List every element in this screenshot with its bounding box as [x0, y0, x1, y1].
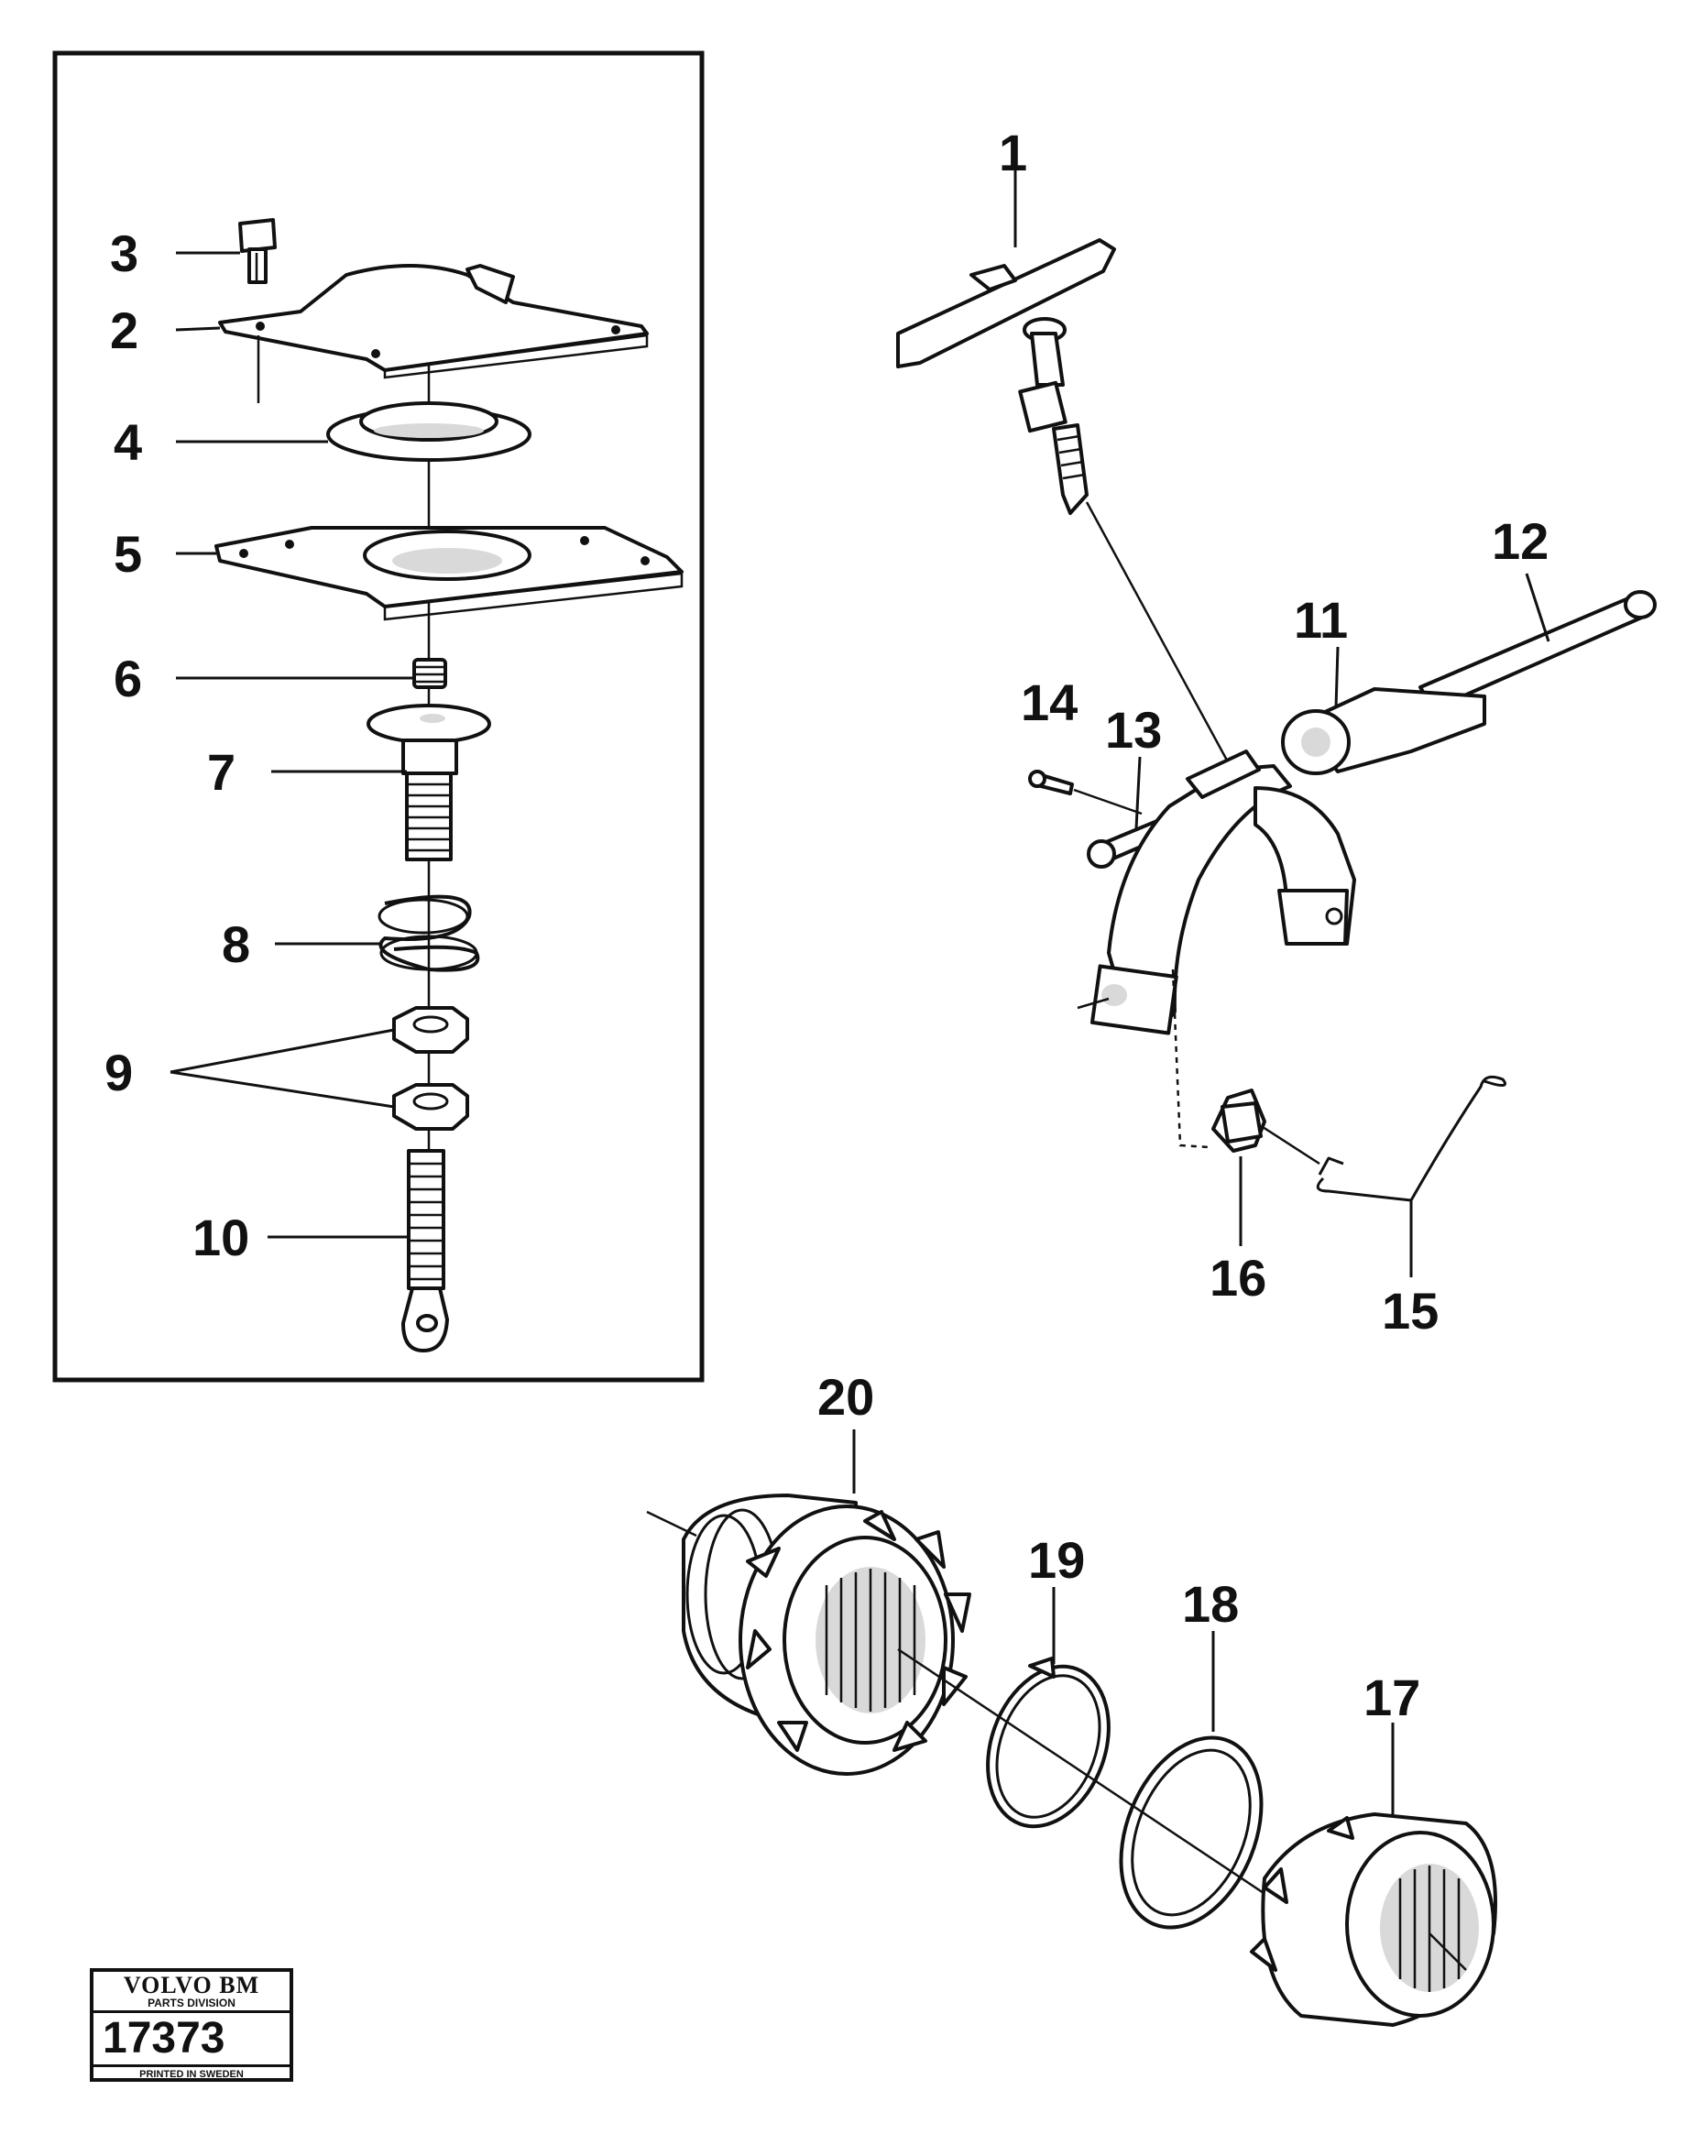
callout-5: 5 — [114, 525, 142, 583]
callout-11: 11 — [1294, 591, 1348, 649]
part-15-spring-wire — [1316, 1075, 1506, 1202]
stamp-division: PARTS DIVISION — [93, 1997, 290, 2013]
part-11-shift-block — [1281, 687, 1486, 775]
callout-16: 16 — [1210, 1249, 1266, 1307]
callout-18: 18 — [1182, 1575, 1239, 1633]
callout-7: 7 — [207, 743, 235, 801]
shift-fork — [1089, 750, 1356, 1035]
callout-17: 17 — [1363, 1669, 1420, 1726]
callout-20: 20 — [817, 1368, 874, 1426]
part-5-base-plate — [214, 526, 684, 621]
part-4-seal-disc — [326, 401, 531, 462]
part-1-lever — [896, 238, 1116, 515]
inset-frame — [52, 50, 705, 1383]
part-7-stud — [367, 704, 491, 861]
stamp-diagram-code: 17373 — [93, 2013, 290, 2067]
callout-3: 3 — [110, 224, 138, 282]
callout-8: 8 — [222, 915, 250, 973]
part-19-snap-ring — [986, 1657, 1111, 1829]
callout-14: 14 — [1021, 673, 1078, 731]
callout-13: 13 — [1105, 701, 1162, 759]
volvo-bm-stamp: VOLVO BM PARTS DIVISION 17373 PRINTED IN… — [90, 1968, 293, 2082]
callout-1: 1 — [999, 124, 1027, 181]
callout-6: 6 — [114, 650, 142, 707]
part-2-cover-plate — [218, 264, 649, 403]
inset-leader-lines — [170, 251, 414, 1239]
stamp-printed: PRINTED IN SWEDEN — [139, 2069, 244, 2080]
callout-2: 2 — [110, 301, 138, 359]
part-8-spring — [378, 894, 480, 972]
stamp-brand: VOLVO BM — [123, 1972, 260, 1998]
part-14-small-pin — [1028, 770, 1074, 795]
callout-15: 15 — [1382, 1282, 1439, 1340]
callout-12: 12 — [1492, 512, 1549, 570]
callout-19: 19 — [1028, 1531, 1085, 1589]
part-9-nuts — [392, 1006, 469, 1131]
callout-9: 9 — [104, 1044, 133, 1101]
part-18-shim-ring — [1119, 1735, 1264, 1930]
part-17-sleeve — [1250, 1812, 1497, 2027]
part-10-threaded-rod — [401, 1149, 449, 1352]
callout-4: 4 — [114, 413, 142, 471]
part-6-set-screw — [412, 658, 447, 689]
part-16-plunger — [1211, 1089, 1266, 1153]
callout-10: 10 — [192, 1209, 249, 1266]
part-3-bolt — [238, 218, 277, 284]
part-20-gear-hub — [682, 1494, 971, 1776]
